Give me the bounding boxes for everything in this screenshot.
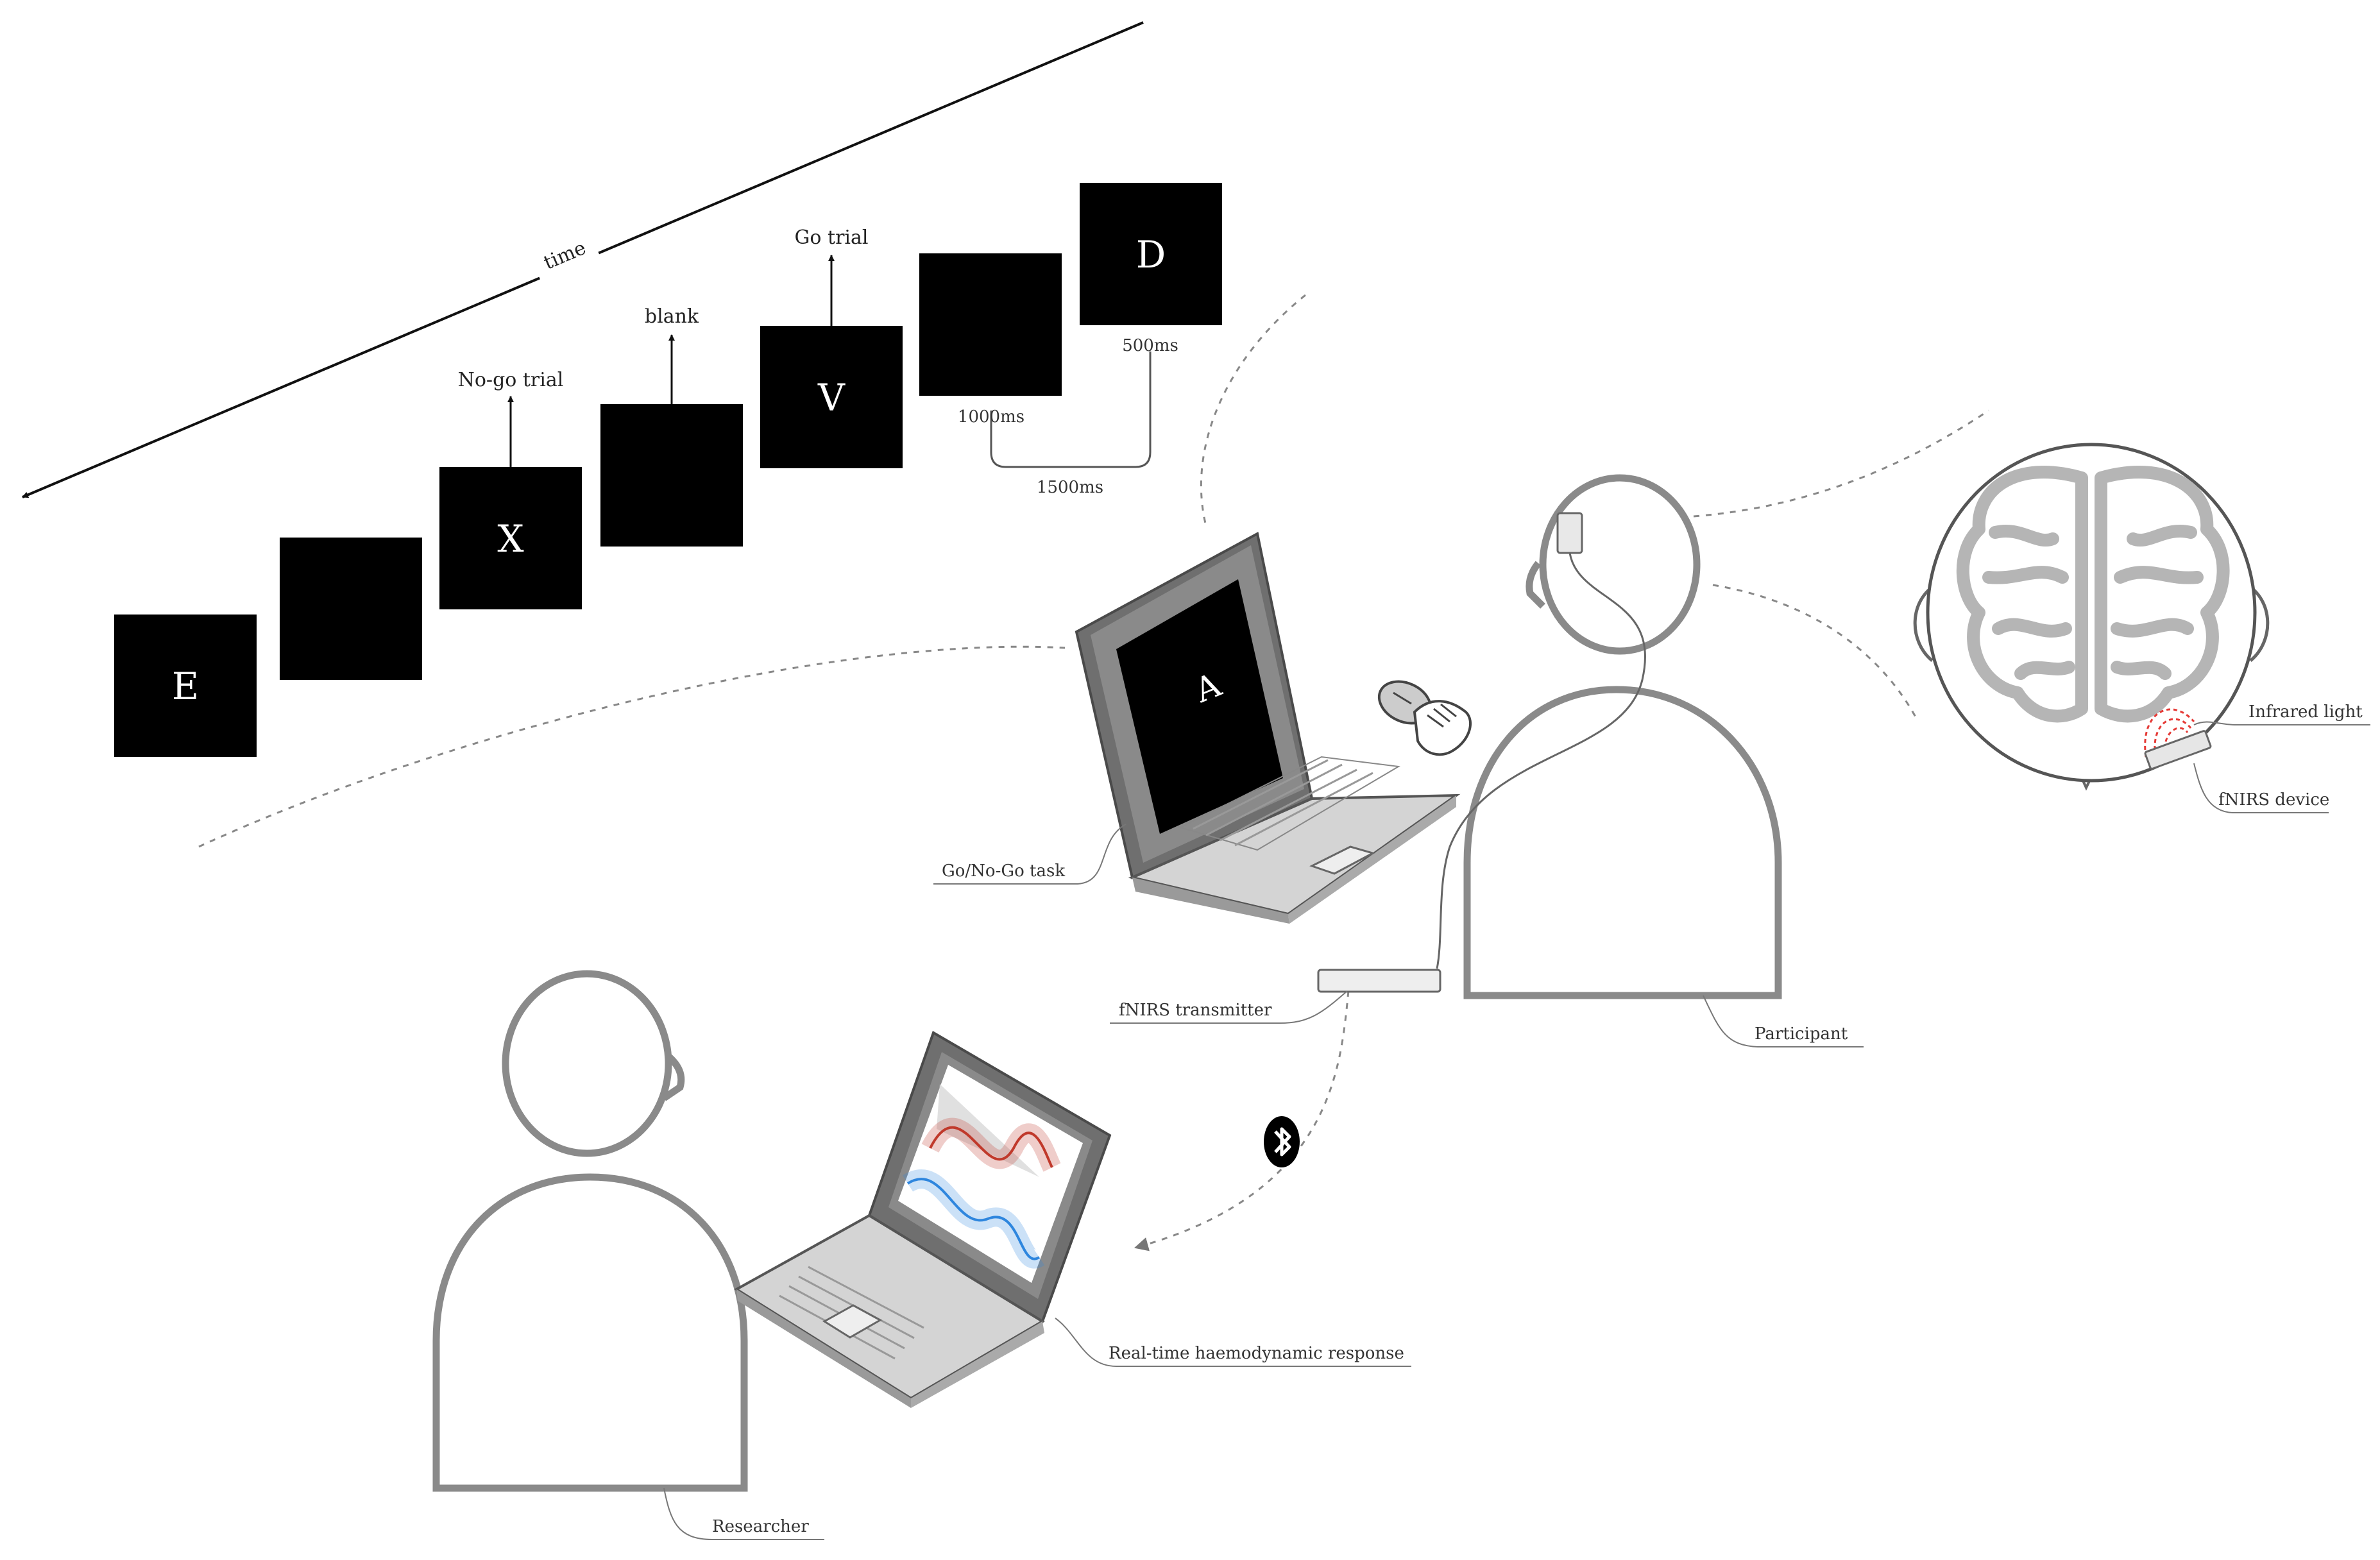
stimulus-screen-5 [760,326,903,468]
response-annotation: Real-time haemodynamic response [1109,1344,1404,1363]
trial-duration-label: 1500ms [1037,478,1103,497]
stimulus-screen-4 [600,404,743,547]
infrared-light-arcs [2144,708,2195,758]
timing-bracket [990,352,1152,468]
stimulus-letter-7: D [1136,233,1166,276]
transmitter-annotation: fNIRS transmitter [1119,1001,1272,1020]
oxy-signal-line [929,1126,1053,1168]
device-annotation: fNIRS device [2218,790,2329,810]
participant-body [1463,686,1782,999]
brain-top-view-icon [1913,443,2270,791]
deoxy-signal-line [906,1178,1041,1260]
task-laptop-touchpad [1309,845,1375,875]
stimulus-letter-3: X [497,517,524,561]
blank-duration-label: 1000ms [958,407,1024,427]
stimulus-letter-5: V [817,376,846,420]
researcher-head [502,970,672,1157]
fnirs-device-patch [2144,730,2212,770]
task-annotation: Go/No-Go task [942,861,1065,881]
participant-head [1539,474,1701,655]
monitor-laptop-touchpad [822,1304,883,1339]
stimulus-screen-6 [919,253,1062,396]
stimulus-duration-label: 500ms [1122,336,1178,355]
monitor-laptop [734,1031,1112,1408]
participant-figure [1317,474,1782,999]
go-label: Go trial [794,226,868,249]
infrared-annotation: Infrared light [2248,702,2363,722]
stimulus-screen-3 [439,467,582,609]
task-laptop-keyboard [1178,756,1401,851]
mouse-hand-icon [1377,680,1472,756]
fnirs-headband-sensor [1556,512,1583,554]
task-laptop: A [1075,531,1461,924]
stimulus-screen-7 [1080,183,1222,325]
participant-annotation: Participant [1755,1024,1848,1044]
bluetooth-icon [1264,1116,1300,1167]
annotations: Go/No-Go task fNIRS transmitter Particip… [663,702,2370,1540]
blank-label: blank [645,305,699,328]
stimulus-screen-1 [114,615,257,757]
stimulus-screen-2 [280,538,422,680]
fnirs-transmitter [1317,969,1441,993]
stimulus-letter-1: E [172,665,199,708]
task-laptop-screen [1116,579,1283,834]
researcher-annotation: Researcher [712,1517,809,1536]
researcher-figure [432,970,748,1492]
dashed-connectors [198,294,1989,1251]
timeline: time E X V D No-go trial blank Go trial … [22,21,1222,757]
nogo-label: No-go trial [458,369,564,391]
fnirs-cable [1436,552,1646,969]
researcher-body [432,1173,748,1492]
